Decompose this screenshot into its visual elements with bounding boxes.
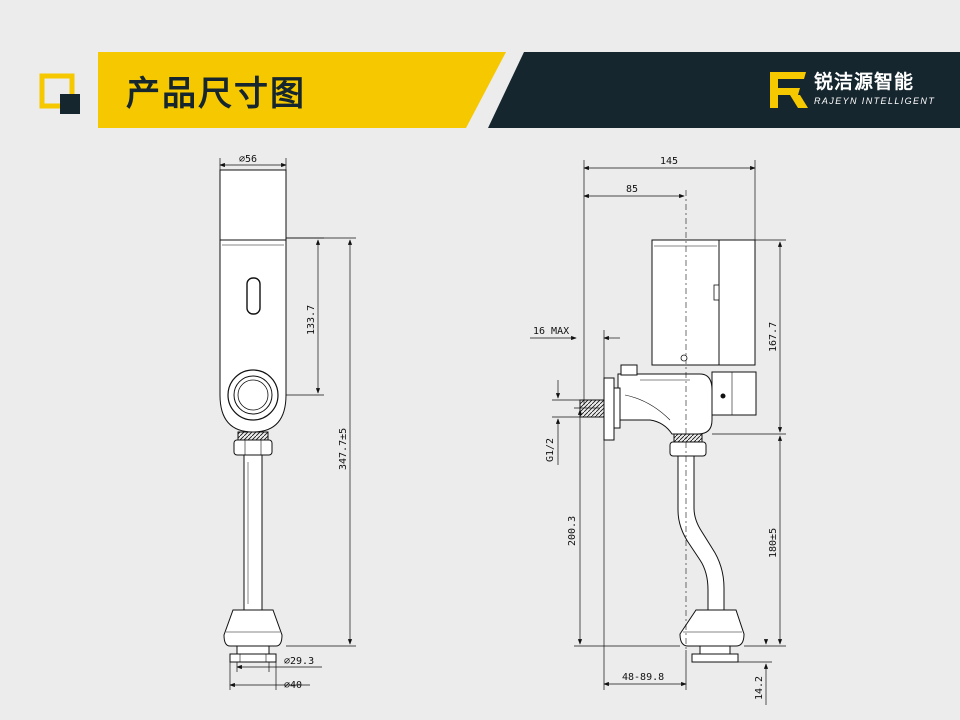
dim-body-height: 167.7 <box>768 322 779 352</box>
dim-pipe-height: 200.3 <box>567 516 578 546</box>
dim-sensor-height: 133.7 <box>306 305 317 335</box>
dim-top-diameter: ∅56 <box>239 154 257 165</box>
dim-offset-range: 48-89.8 <box>622 672 664 683</box>
square-logo-icon <box>39 73 75 109</box>
side-bent-pipe <box>677 455 725 611</box>
side-view <box>579 239 757 663</box>
brand-logo-icon <box>770 72 808 108</box>
dim-base-outer: ∅40 <box>284 680 302 691</box>
front-base-flange <box>223 609 283 647</box>
front-top-cap <box>219 169 287 241</box>
dim-base-inner: ∅29.3 <box>284 656 314 667</box>
sensor-window-icon <box>246 277 261 315</box>
front-dimensions <box>219 158 356 690</box>
inlet-thread <box>579 399 605 418</box>
inlet-flange <box>603 377 615 441</box>
front-pipe <box>243 454 263 611</box>
dim-width-total: 145 <box>660 156 678 167</box>
brand-name-cn: 锐洁源智能 <box>814 71 915 93</box>
dim-outlet-height: 180±5 <box>768 528 779 558</box>
dim-base-height: 14.2 <box>754 676 765 700</box>
side-sensor-body <box>651 239 720 366</box>
side-dimensions <box>530 160 786 705</box>
page-title: 产品尺寸图 <box>126 74 306 114</box>
dim-wall-max: 16 MAX <box>533 326 569 337</box>
title-band <box>98 52 506 128</box>
side-valve-body <box>617 373 713 435</box>
header-background <box>39 52 960 128</box>
brand-band <box>488 52 960 128</box>
square-logo-fill-icon <box>60 94 80 114</box>
side-button-housing <box>711 371 757 416</box>
dim-width-partial: 85 <box>626 184 638 195</box>
brand-name-en: RAJEYN INTELLIGENT <box>814 96 936 106</box>
front-view <box>219 169 287 663</box>
dim-thread: G1/2 <box>545 438 556 462</box>
dim-total-height: 347.7±5 <box>338 428 349 470</box>
side-base-flange <box>679 609 745 647</box>
header-banner: 产品尺寸图 锐洁源智能 RAJEYN INTELLIGENT <box>0 0 960 140</box>
